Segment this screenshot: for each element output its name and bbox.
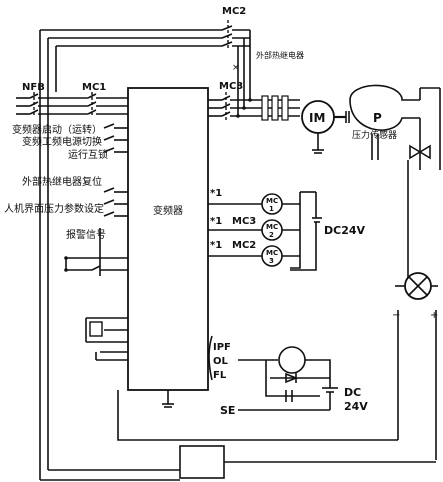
svg-text:*1: *1 [210,240,222,251]
svg-text:MC: MC [266,249,278,257]
mc2-contactor: MC2 外部热继电器 × [221,6,304,73]
svg-text:人机界面压力参数设定: 人机界面压力参数设定 [4,202,104,215]
svg-text:MC2: MC2 [232,240,256,251]
svg-text:MC: MC [266,197,278,205]
inverter-box [127,87,209,391]
inverter-label: 变频器 [153,204,183,217]
control-inputs: 变频器启动（运转） 变频工频电源切换 运行互锁 外部热继电器复位 人机界面压力参… [4,123,128,353]
svg-text:MC3: MC3 [232,216,256,227]
svg-text:*1: *1 [210,216,222,227]
pump-p: P 压力传感器 [349,84,441,170]
motor-im: IM [301,100,350,154]
mc1-contactor: MC1 [82,82,128,116]
pressure-sensor-lamp: − + [392,160,438,460]
svg-text:−: − [392,310,400,321]
svg-text:FL: FL [213,370,227,381]
svg-text:变频工频电源切换: 变频工频电源切换 [22,135,102,148]
svg-text:+: + [430,310,438,321]
svg-text:NFB: NFB [22,82,45,93]
svg-text:报警信号: 报警信号 [66,228,106,241]
svg-text:SE: SE [220,404,235,417]
svg-text:DC: DC [344,386,361,399]
svg-text:3: 3 [269,257,274,265]
svg-text:OL: OL [213,356,229,367]
svg-text:24V: 24V [344,400,368,413]
svg-text:2: 2 [269,231,274,239]
top-bus-lines [39,29,222,480]
svg-text:IM: IM [309,111,325,125]
svg-text:外部热继电器复位: 外部热继电器复位 [22,175,102,188]
svg-text:压力传感器: 压力传感器 [352,129,397,141]
svg-text:×: × [232,63,240,73]
svg-text:MC2: MC2 [222,6,246,17]
svg-text:MC: MC [266,223,278,231]
svg-text:*1: *1 [210,188,222,199]
nfb-breaker: NFB [16,82,88,116]
svg-text:变频器启动（运转）: 变频器启动（运转） [12,123,102,136]
svg-text:运行互锁: 运行互锁 [68,148,108,161]
svg-text:外部热继电器: 外部热继电器 [256,50,304,60]
svg-text:IPF: IPF [213,342,231,353]
svg-text:MC3: MC3 [219,81,243,92]
mc3-contactor: MC3 [208,64,300,121]
svg-text:P: P [373,111,382,125]
status-outputs: IPF OL FL SE DC 24V [208,335,368,417]
svg-text:DC24V: DC24V [324,224,366,237]
svg-text:1: 1 [269,205,274,213]
svg-text:MC1: MC1 [82,82,106,93]
bottom-wiring [40,352,436,481]
contactor-coils: *1 *1 *1 MC3 MC2 MC 1 MC 2 MC 3 DC24V [208,188,366,271]
